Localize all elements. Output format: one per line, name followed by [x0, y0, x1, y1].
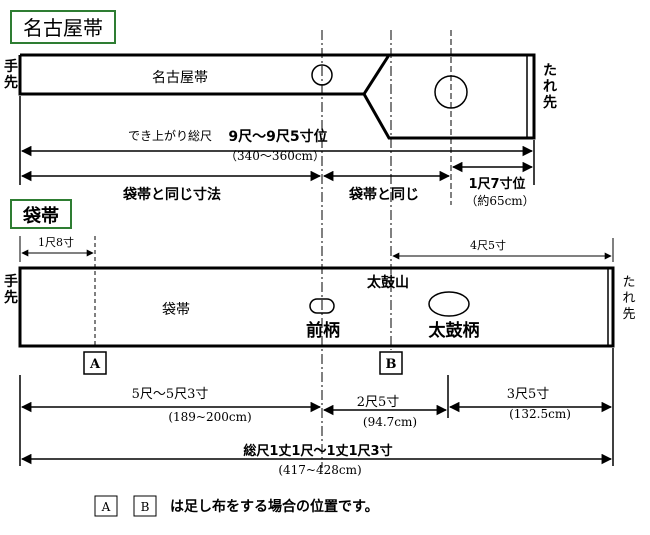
fukuro-marker-b: B [386, 357, 397, 372]
nagoya-seg3-value: 1尺7寸位 [468, 176, 525, 192]
nagoya-obi-wide-part [362, 53, 536, 140]
footnote-box-b [133, 495, 157, 517]
fukuro-taikoyama: 太鼓山 [367, 274, 409, 291]
nagoya-total-label: でき上がり総尺 [128, 128, 212, 143]
nagoya-total-value: 9尺～9尺5寸位 [228, 128, 327, 145]
nagoya-tesaki-1: 手 [4, 58, 18, 75]
fukuro-maegara: 前柄 [306, 320, 340, 341]
footnote-b: B [141, 500, 150, 514]
fukuro-tesaki-2: 先 [4, 289, 18, 306]
fukuro-section-label-box [10, 199, 72, 229]
fukuro-seg3-value: 3尺5寸 [507, 387, 550, 402]
fukuro-front-oval [309, 298, 335, 314]
fukuro-taikogara: 太鼓柄 [429, 320, 480, 341]
nagoya-total-metric: （340～360cm） [225, 149, 325, 163]
fukuro-marker-a: A [89, 357, 101, 372]
nagoya-seg2-label: 袋帯と同じ [348, 186, 419, 203]
fukuro-seg3-metric: (132.5cm) [509, 407, 571, 421]
fukuro-taresaki-2: れ [622, 291, 635, 306]
footnote-text: は足し布をする場合の位置です。 [170, 498, 379, 515]
nagoya-taresaki-1: た [543, 63, 557, 79]
fukuro-seg1-metric: (189~200cm) [168, 410, 251, 424]
fukuro-back-oval [428, 291, 470, 317]
footnote-a: A [101, 500, 111, 514]
fukuro-taresaki-3: 先 [622, 307, 635, 322]
fukuro-marker-a-box [83, 351, 107, 375]
fukuro-seg2-metric: (94.7cm) [363, 415, 417, 429]
fukuro-obi-label: 袋帯 [162, 302, 190, 318]
fukuro-marker-b-box [379, 351, 403, 375]
fukuro-seg2-value: 2尺5寸 [357, 395, 400, 410]
nagoya-section-label: 名古屋帯 [23, 16, 103, 40]
footnote-box-a [94, 495, 118, 517]
fukuro-total-metric: (417~428cm) [278, 463, 361, 477]
nagoya-taresaki-3: 先 [543, 94, 557, 111]
fukuro-top-right-measure: 4尺5寸 [470, 238, 506, 252]
nagoya-seg1-label: 袋帯と同じ寸法 [122, 186, 221, 203]
fukuro-taresaki-1: た [622, 275, 635, 290]
fukuro-seg1-value: 5尺～5尺3寸 [132, 387, 209, 402]
nagoya-obi-label: 名古屋帯 [152, 70, 208, 86]
nagoya-section-label-box [10, 10, 116, 44]
fukuro-total-value: 総尺1丈1尺～1丈1尺3寸 [243, 443, 392, 459]
fukuro-top-left-measure: 1尺8寸 [38, 235, 74, 249]
fukuro-section-label: 袋帯 [22, 205, 59, 227]
nagoya-taresaki-2: れ [543, 79, 557, 95]
fukuro-tesaki-1: 手 [4, 273, 18, 290]
nagoya-seg3-metric: （約65cm） [465, 193, 534, 208]
nagoya-tesaki-2: 先 [4, 74, 18, 91]
fukuro-obi [18, 266, 615, 348]
